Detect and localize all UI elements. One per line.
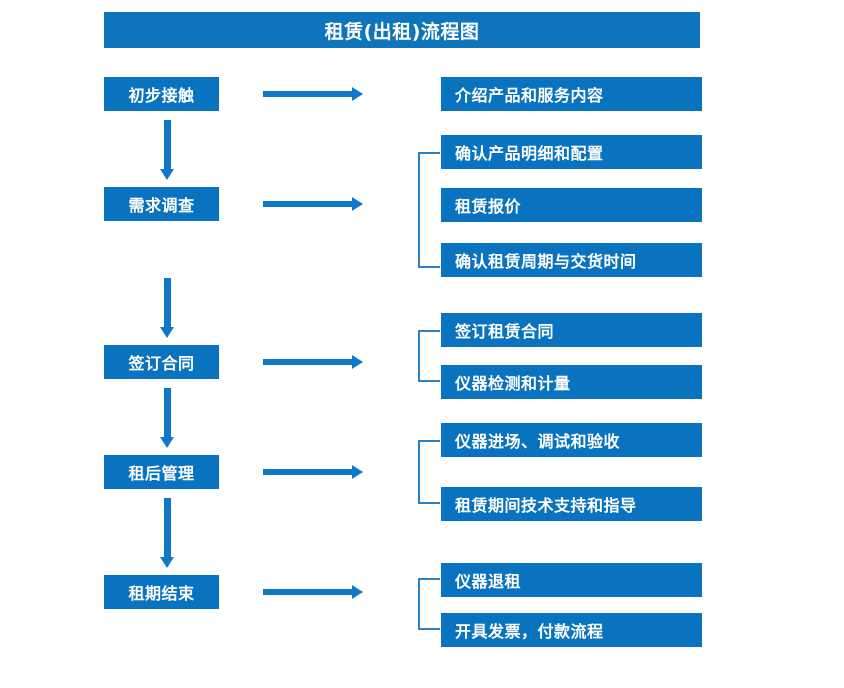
arrow-head: [352, 355, 363, 369]
arrow-shaft: [263, 201, 352, 207]
flow-arrow-down-icon: [160, 120, 175, 180]
detail-box[interactable]: 介绍产品和服务内容: [441, 77, 702, 111]
detail-box[interactable]: 确认产品明细和配置: [441, 135, 702, 169]
arrow-shaft: [263, 469, 352, 475]
arrow-shaft: [164, 278, 171, 327]
arrow-head: [352, 197, 363, 211]
page-title: 租赁(出租)流程图: [104, 12, 700, 48]
group-bracket: [418, 152, 440, 268]
flow-arrow-right-icon: [263, 465, 363, 479]
flow-arrow-right-icon: [263, 87, 363, 101]
stage-box[interactable]: 租后管理: [104, 455, 219, 489]
arrow-head: [160, 557, 174, 568]
detail-box[interactable]: 确认租赁周期与交货时间: [441, 243, 702, 277]
flow-arrow-down-icon: [160, 278, 175, 338]
detail-box[interactable]: 仪器检测和计量: [441, 365, 702, 399]
flow-arrow-right-icon: [263, 197, 363, 211]
arrow-shaft: [164, 120, 171, 169]
arrow-head: [352, 87, 363, 101]
detail-box[interactable]: 签订租赁合同: [441, 313, 702, 347]
flow-arrow-down-icon: [160, 388, 175, 448]
detail-box[interactable]: 仪器退租: [441, 563, 702, 597]
flow-arrow-down-icon: [160, 498, 175, 568]
arrow-head: [160, 169, 174, 180]
arrow-head: [160, 437, 174, 448]
arrow-shaft: [164, 498, 171, 557]
group-bracket: [418, 440, 440, 504]
stage-box[interactable]: 签订合同: [104, 345, 219, 379]
arrow-shaft: [263, 91, 352, 97]
arrow-head: [160, 327, 174, 338]
stage-box[interactable]: 租期结束: [104, 575, 219, 609]
arrow-shaft: [263, 589, 352, 595]
arrow-shaft: [164, 388, 171, 437]
detail-box[interactable]: 租赁期间技术支持和指导: [441, 487, 702, 521]
flow-arrow-right-icon: [263, 585, 363, 599]
arrow-shaft: [263, 359, 352, 365]
detail-box[interactable]: 开具发票，付款流程: [441, 613, 702, 647]
detail-box[interactable]: 租赁报价: [441, 188, 702, 222]
stage-box[interactable]: 初步接触: [104, 77, 219, 111]
stage-box[interactable]: 需求调查: [104, 187, 219, 221]
arrow-head: [352, 465, 363, 479]
group-bracket: [418, 578, 440, 630]
group-bracket: [418, 330, 440, 382]
arrow-head: [352, 585, 363, 599]
flow-arrow-right-icon: [263, 355, 363, 369]
detail-box[interactable]: 仪器进场、调试和验收: [441, 423, 702, 457]
